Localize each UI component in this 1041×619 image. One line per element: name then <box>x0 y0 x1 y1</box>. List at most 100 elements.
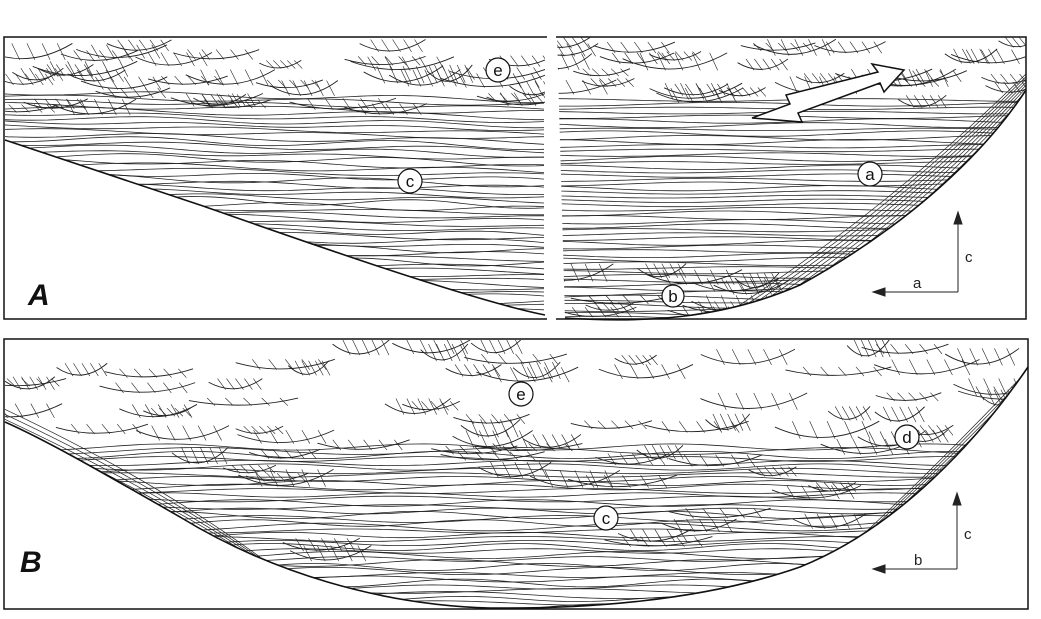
stratum-line <box>57 43 65 59</box>
stratum-line <box>317 440 409 449</box>
label-c-panel-b: c <box>594 506 618 530</box>
stratum-line <box>611 69 619 77</box>
stratum-line <box>863 406 871 420</box>
stratum-line <box>418 398 426 414</box>
stratum-line <box>6 74 14 85</box>
stratum-line <box>489 446 497 454</box>
stratum-line <box>999 38 1041 47</box>
stratum-line <box>556 93 564 106</box>
stratum-line <box>493 444 501 452</box>
stratum-line <box>630 364 638 378</box>
stratum-line <box>100 383 196 393</box>
stratum-line <box>969 379 977 396</box>
stratum-line <box>679 421 687 432</box>
stratum-line <box>46 404 54 418</box>
stratum-line <box>843 489 1041 619</box>
stratum-line <box>641 475 649 487</box>
stratum-line <box>746 59 754 70</box>
stratum-line <box>102 61 110 76</box>
stratum-line <box>230 70 238 86</box>
stratum-line <box>550 354 558 364</box>
stratum-line <box>826 85 1041 327</box>
stratum-line <box>1008 390 1016 406</box>
stratum-line <box>904 101 1041 327</box>
stratum-line <box>499 354 507 364</box>
stratum-line <box>416 66 424 83</box>
stratum-line <box>75 64 83 76</box>
stratum-line <box>555 203 1027 206</box>
stratum-line <box>697 421 705 432</box>
stratum-line <box>532 56 540 67</box>
stratum-line <box>555 267 1027 270</box>
stratum-line <box>15 74 23 85</box>
stratum-line <box>124 77 132 90</box>
stratum-line <box>737 508 745 518</box>
stratum-line <box>108 99 116 115</box>
stratum-line <box>555 207 1027 211</box>
stratum-line <box>31 404 39 418</box>
stratum-line <box>555 257 1027 262</box>
stratum-line <box>767 39 775 55</box>
stratum-line <box>944 360 952 376</box>
svg-text:c: c <box>406 172 415 191</box>
stratum-line <box>147 383 155 393</box>
stratum-line <box>269 359 277 369</box>
stratum-line <box>371 39 379 51</box>
stratum-line <box>747 455 755 467</box>
stratum-line <box>0 43 72 58</box>
stratum-line <box>832 86 1041 327</box>
stratum-line <box>122 99 130 115</box>
stratum-line <box>511 56 519 67</box>
stratum-line <box>0 576 1040 582</box>
stratum-line <box>706 295 714 313</box>
stratum-line <box>358 546 366 562</box>
stratum-line <box>754 59 762 70</box>
stratum-line <box>0 292 544 303</box>
stratum-line <box>892 360 900 376</box>
stratum-line <box>566 80 574 94</box>
stratum-line <box>396 398 404 414</box>
stratum-line <box>588 295 596 304</box>
stratum-line <box>145 404 153 417</box>
stratum-line <box>696 83 704 99</box>
stratum-line <box>386 104 394 115</box>
stratum-line <box>575 470 583 487</box>
stratum-line <box>833 473 1041 619</box>
panel-b-letter: B <box>20 546 42 579</box>
stratum-line <box>0 235 544 244</box>
stratum-line <box>201 93 209 106</box>
stratum-line <box>1029 387 1037 401</box>
stratum-line <box>362 339 370 356</box>
stratum-line <box>700 393 807 408</box>
stratum-line <box>862 421 870 439</box>
stratum-line <box>640 295 648 304</box>
stratum-line <box>531 73 539 87</box>
stratum-line <box>148 52 156 65</box>
stratum-line <box>117 424 125 434</box>
stratum-line <box>0 266 544 276</box>
stratum-line <box>71 424 79 434</box>
stratum-line <box>927 360 935 376</box>
stratum-line <box>882 340 890 357</box>
stratum-line <box>957 348 965 365</box>
stratum-line <box>599 264 607 282</box>
stratum-line <box>862 42 870 53</box>
svg-text:d: d <box>902 428 911 447</box>
stratum-line <box>685 84 693 96</box>
stratum-line <box>437 70 445 87</box>
stratum-line <box>662 53 670 64</box>
stratum-line <box>712 519 720 532</box>
stratum-line <box>700 88 708 103</box>
stratum-line <box>1033 38 1041 48</box>
stratum-line <box>1007 348 1015 365</box>
stratum-line <box>908 407 916 422</box>
stratum-line <box>639 421 647 429</box>
stratum-line <box>0 549 1040 554</box>
stratum-line <box>0 285 544 293</box>
stratum-line <box>645 421 749 431</box>
stratum-line <box>887 393 895 401</box>
stratum-line <box>116 383 124 393</box>
stratum-line <box>555 195 1027 198</box>
stratum-line <box>919 393 927 401</box>
stratum-line <box>634 42 642 53</box>
